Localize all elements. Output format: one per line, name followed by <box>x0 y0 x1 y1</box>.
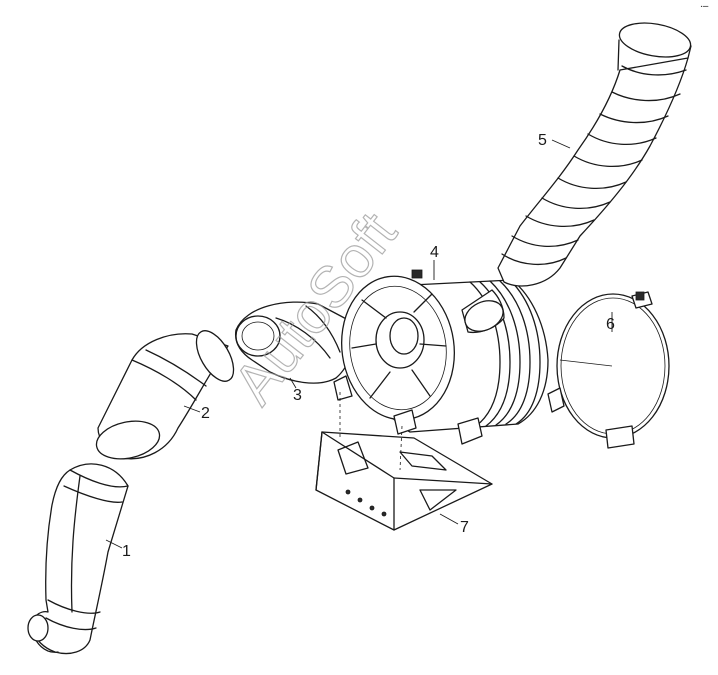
alignment-lines <box>339 359 613 471</box>
callout-1: 1 <box>122 543 131 560</box>
air-filter-housing <box>333 269 549 445</box>
callout-7: 7 <box>460 519 469 536</box>
intake-pipe <box>95 330 235 460</box>
corrugated-hose <box>497 22 692 287</box>
callout-leaders <box>105 139 613 549</box>
callout-4: 4 <box>430 244 439 261</box>
hose-elbow <box>27 463 129 655</box>
reducer-pipe <box>234 301 354 384</box>
mounting-bracket <box>315 431 493 531</box>
callout-5: 5 <box>538 132 547 149</box>
callout-3: 3 <box>293 387 302 404</box>
filter-clamp-band <box>547 291 670 449</box>
callout-6: 6 <box>606 316 615 333</box>
corner-mark: ∙– <box>700 1 709 12</box>
callout-2: 2 <box>201 405 210 422</box>
